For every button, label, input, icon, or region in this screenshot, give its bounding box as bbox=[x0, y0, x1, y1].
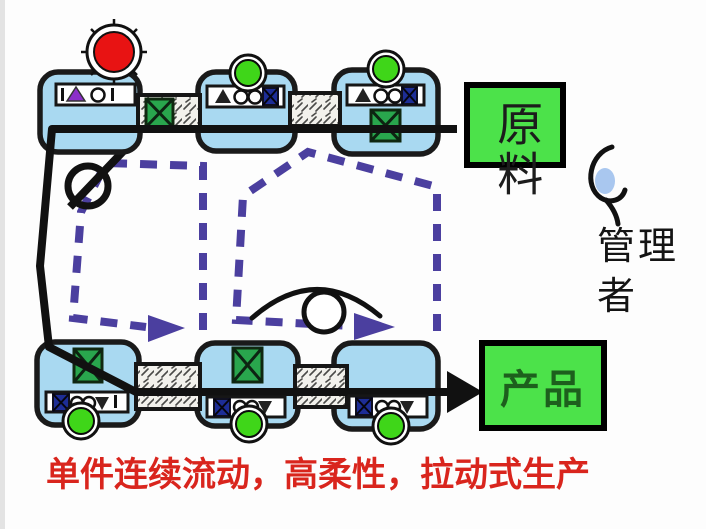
station-2-ops-bar bbox=[205, 84, 286, 109]
product-label: 产品 bbox=[500, 366, 586, 412]
station-1-ops-bar bbox=[54, 82, 137, 107]
kanban-loop-middle bbox=[231, 147, 441, 340]
conveyor-icon bbox=[134, 362, 202, 411]
triangle-down-icon bbox=[95, 397, 109, 410]
circle-icon bbox=[387, 88, 403, 104]
kanban-loop-left bbox=[68, 158, 207, 342]
caption-text: 单件连续流动，高柔性，拉动式生产 bbox=[46, 456, 590, 494]
andon-lamp-icon bbox=[366, 49, 406, 89]
manager-label: 管理 者 bbox=[597, 226, 680, 319]
conveyor-icon bbox=[293, 364, 349, 409]
kanban-arrow-middle-icon bbox=[354, 313, 395, 340]
circle-icon bbox=[233, 89, 249, 105]
andon-lamp-icon bbox=[61, 401, 101, 441]
triangle-down-icon bbox=[400, 401, 414, 414]
triangle-down-icon bbox=[258, 401, 272, 414]
kanban-card-box-icon bbox=[144, 97, 175, 129]
alarm-lamp-icon bbox=[81, 19, 147, 85]
flow-arrowhead-icon bbox=[447, 371, 483, 413]
edge-band bbox=[0, 0, 5, 529]
circle-icon bbox=[247, 89, 263, 105]
circle-icon bbox=[373, 88, 389, 104]
triangle-icon bbox=[215, 89, 231, 103]
triangle-icon bbox=[65, 85, 87, 102]
andon-lamp-icon bbox=[371, 406, 411, 446]
material-flow-line bbox=[36, 125, 483, 413]
andon-lamp-icon bbox=[229, 404, 269, 444]
product-box bbox=[479, 340, 607, 431]
raw-material-label: 原料 bbox=[491, 100, 543, 200]
supervision-eye-icon bbox=[249, 287, 383, 335]
triangle-icon bbox=[355, 88, 371, 102]
andon-lamp-icon bbox=[228, 53, 268, 93]
conveyor-icon bbox=[288, 91, 342, 128]
raw-material-box bbox=[464, 82, 566, 168]
circle-icon bbox=[90, 87, 106, 103]
kanban-card-box-icon bbox=[231, 346, 264, 384]
kanban-arrow-left-icon bbox=[148, 315, 185, 342]
manager-eye-icon bbox=[588, 144, 628, 227]
